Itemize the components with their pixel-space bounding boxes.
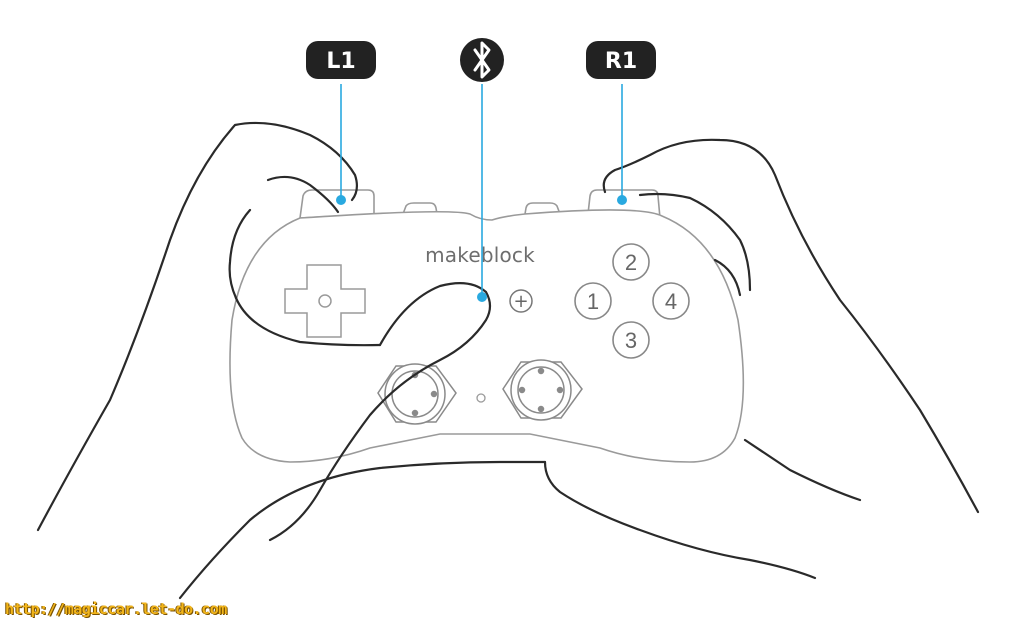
dpad	[284, 264, 366, 338]
right-joystick	[502, 359, 583, 421]
gamepad-shell	[229, 209, 745, 463]
svg-text:+: +	[513, 291, 528, 312]
svg-text:R1: R1	[605, 49, 637, 74]
button-4-label: 4	[665, 289, 677, 314]
bluetooth-icon	[460, 38, 504, 82]
button-1-label: 1	[587, 289, 599, 314]
plus-button: +	[509, 289, 533, 313]
watermark-url: http://magiccar.let-do.com	[5, 600, 227, 618]
button-4	[652, 282, 690, 320]
l1-label: L1	[306, 41, 376, 79]
r1-label: R1	[586, 41, 656, 79]
callout-dots	[336, 195, 627, 302]
button-2-label: 2	[625, 250, 637, 275]
button-3	[612, 321, 650, 359]
brand-logo: makeblock	[425, 243, 535, 267]
hands-outline	[36, 121, 980, 600]
l1-shoulder-button	[299, 189, 375, 219]
face-buttons	[574, 243, 690, 359]
button-3-label: 3	[625, 328, 637, 353]
button-1	[574, 282, 612, 320]
button-2	[612, 243, 650, 281]
callout-lines	[340, 84, 623, 297]
svg-text:L1: L1	[326, 49, 355, 74]
